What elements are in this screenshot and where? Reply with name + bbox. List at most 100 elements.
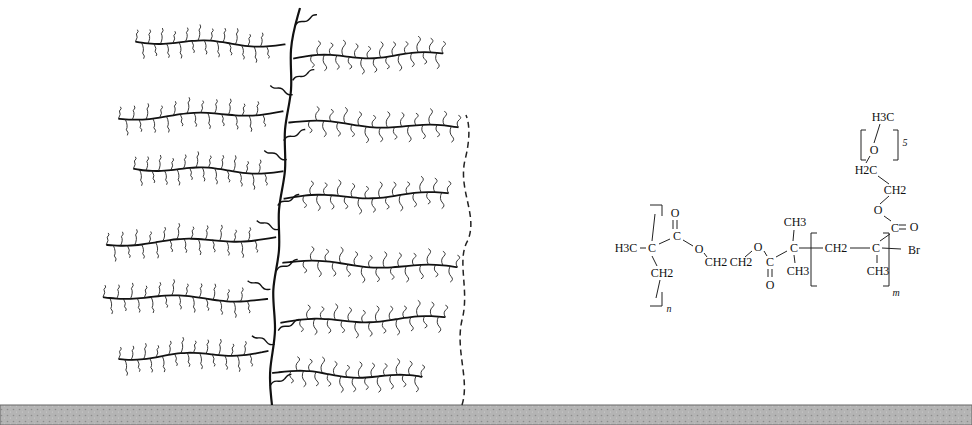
bristle <box>246 161 249 173</box>
bristle <box>223 28 226 42</box>
bristle <box>210 29 213 41</box>
bristle <box>106 233 109 245</box>
bristle <box>420 176 424 192</box>
bristle <box>233 155 236 171</box>
bristle <box>146 103 149 119</box>
bristle <box>398 253 402 267</box>
bristle <box>392 182 396 196</box>
bristle <box>410 317 414 331</box>
bristle <box>199 284 202 298</box>
bristle <box>217 41 220 57</box>
bristle <box>186 284 189 296</box>
chem-label: H3C <box>872 111 895 123</box>
bristle <box>423 52 427 64</box>
bristle <box>135 229 138 245</box>
bristle <box>434 265 438 277</box>
bristle <box>219 339 222 355</box>
bristle <box>386 112 390 128</box>
bristle <box>303 196 307 208</box>
bristle <box>192 297 195 313</box>
bristle <box>179 42 182 58</box>
bristle <box>400 113 404 127</box>
atom-label: O <box>874 203 883 217</box>
atom-label: Br <box>908 243 920 257</box>
bristle <box>382 321 386 333</box>
bristle <box>227 289 230 301</box>
chem-label: m <box>892 286 899 298</box>
bristle <box>242 45 245 59</box>
bristle <box>156 345 159 357</box>
bristle <box>340 376 344 392</box>
bristle <box>355 322 359 338</box>
bristle <box>409 361 413 375</box>
bristle <box>208 156 211 168</box>
bristle <box>369 322 373 336</box>
bracket <box>883 233 889 286</box>
bristle <box>310 247 314 261</box>
atom-label: H2C <box>855 163 878 177</box>
bristle <box>152 171 155 183</box>
bristle <box>436 125 440 137</box>
bottlebrush <box>103 8 461 405</box>
bristle <box>213 284 216 300</box>
bristle <box>427 192 431 204</box>
bristle <box>365 378 369 390</box>
substrate <box>0 405 972 425</box>
bristle <box>158 282 161 296</box>
dashed-backbone <box>460 115 471 405</box>
bristle <box>329 43 333 55</box>
bristle <box>365 127 369 143</box>
bristle <box>103 285 106 297</box>
bristle <box>167 116 170 132</box>
chem-label: O <box>874 204 883 216</box>
bristle <box>429 38 433 52</box>
bristle <box>194 113 197 127</box>
short-branch <box>257 221 280 230</box>
bristle <box>125 360 128 376</box>
bristle <box>323 121 327 137</box>
bristle <box>369 255 373 267</box>
short-branch <box>293 70 315 81</box>
bristle <box>192 41 195 53</box>
bristle <box>317 41 321 55</box>
chem-label: C <box>673 230 681 242</box>
bracket <box>861 130 866 160</box>
bristle <box>249 116 252 132</box>
bristle <box>296 357 300 371</box>
bristle <box>240 288 243 302</box>
bristle <box>415 113 419 125</box>
bristle <box>235 115 238 129</box>
bristle <box>315 372 319 386</box>
bristle <box>237 356 240 372</box>
bristle <box>351 125 355 137</box>
bristle <box>327 374 331 386</box>
bristle <box>179 295 182 309</box>
bristle <box>128 246 131 258</box>
bristle <box>248 227 251 241</box>
atom-label: C <box>872 241 880 255</box>
atom-label: CH3 <box>867 264 890 278</box>
bristle <box>421 365 425 377</box>
bristle <box>265 173 268 185</box>
chem-label: CH2 <box>884 184 907 196</box>
short-branch <box>248 281 271 290</box>
bristle <box>256 101 259 115</box>
bristle <box>206 340 209 354</box>
bristle <box>167 44 170 58</box>
bristle <box>212 354 215 366</box>
bristle <box>205 226 208 240</box>
bristle <box>220 301 223 315</box>
bristle <box>140 170 143 186</box>
bristle <box>160 28 163 44</box>
atom-label: C <box>891 221 899 235</box>
bristle <box>201 101 204 113</box>
side-chain <box>103 295 268 301</box>
bristle <box>165 296 168 308</box>
bristle <box>311 55 315 67</box>
bristle <box>383 252 387 268</box>
chem-label: C <box>872 242 880 254</box>
bristle <box>358 112 362 126</box>
bristle <box>177 169 180 185</box>
bristle <box>402 375 406 387</box>
bristle <box>148 30 151 44</box>
